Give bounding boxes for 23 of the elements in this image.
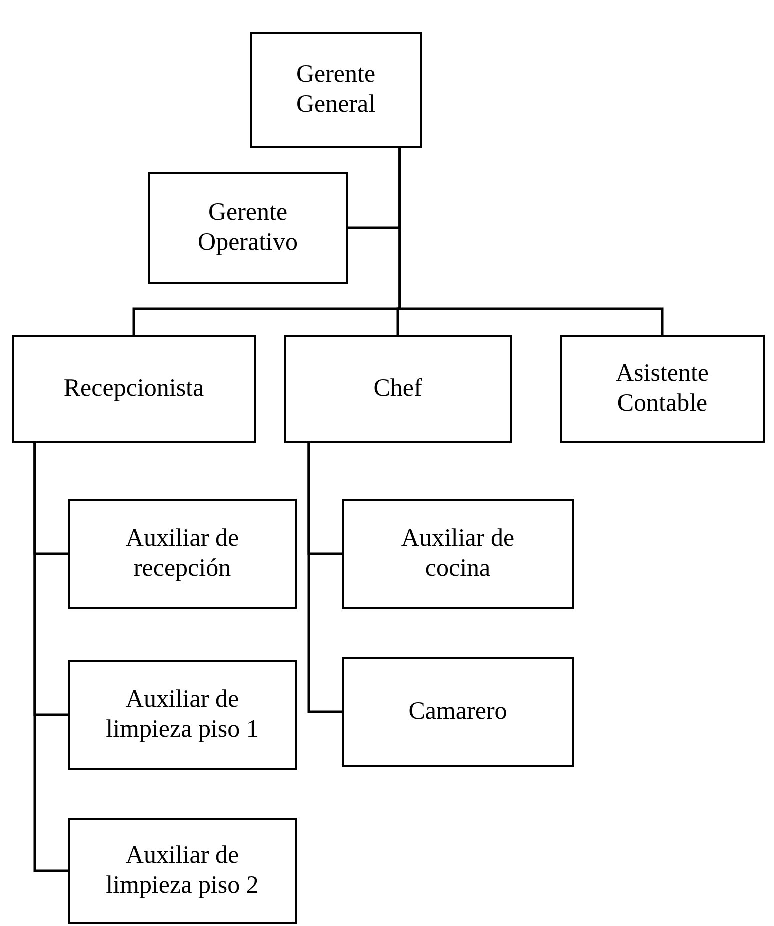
connector-line — [398, 148, 664, 335]
position-box — [68, 818, 297, 924]
position-box — [12, 335, 256, 443]
connector-line — [308, 443, 342, 714]
position-box — [342, 657, 574, 767]
position-title: Gerente Operativo — [197, 198, 299, 258]
position-title: Asistente Contable — [614, 359, 710, 419]
position-title: Recepcionista — [64, 374, 204, 404]
position-box — [342, 499, 574, 609]
position-title: Auxiliar de cocina — [400, 524, 516, 584]
position-title: Camarero — [408, 697, 508, 727]
position-box — [68, 660, 297, 770]
position-title: Chef — [374, 374, 422, 404]
position-title: Auxiliar de limpieza piso 1 — [105, 685, 260, 745]
connector-line — [34, 443, 68, 872]
position-title: Auxiliar de recepción — [124, 524, 240, 584]
position-box — [148, 172, 348, 284]
position-title: Auxiliar de limpieza piso 2 — [105, 841, 260, 901]
position-box — [250, 32, 422, 148]
position-box — [284, 335, 512, 443]
position-box — [68, 499, 297, 609]
position-box — [560, 335, 765, 443]
position-title: Gerente General — [295, 60, 377, 120]
